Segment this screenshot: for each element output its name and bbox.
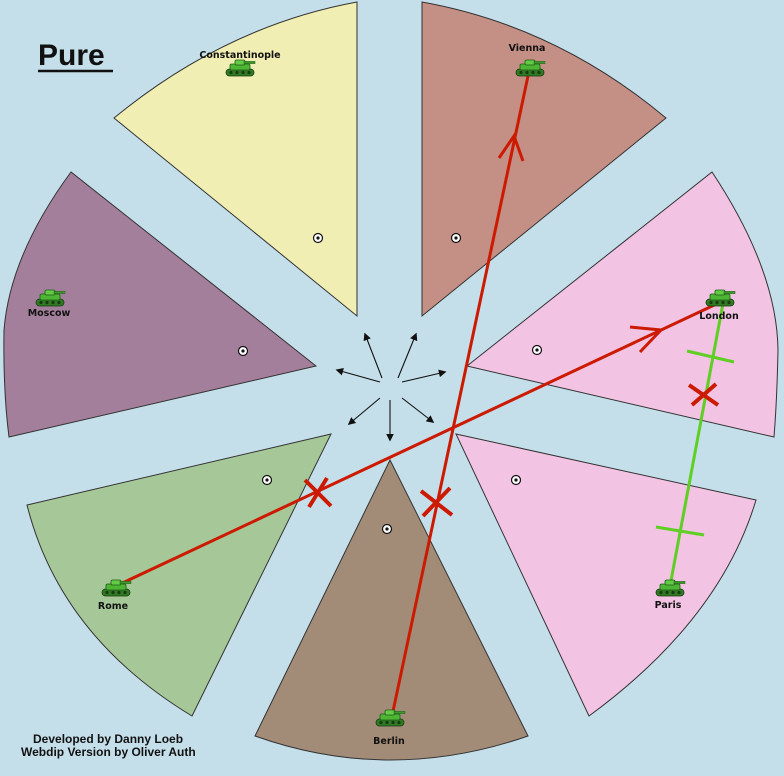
order-paris-support-london[interactable] [655,297,735,587]
territory-paris[interactable] [455,433,757,717]
supply-center-icon [381,523,393,535]
credit-developer: Developed by Danny Loeb [33,732,183,746]
supply-center-icon [531,344,543,356]
label-rome: Rome [98,601,128,612]
territory-moscow[interactable] [3,171,318,438]
territory-constantinople[interactable] [113,1,358,318]
order-berlin-vienna[interactable] [390,75,530,717]
center-arrows [335,332,447,442]
label-moscow: Moscow [28,308,71,319]
arrow-icon [335,367,381,383]
arrow-icon [363,332,383,379]
supply-center-icon [312,232,324,244]
credit-webdip: Webdip Version by Oliver Auth [21,745,196,759]
territory-vienna[interactable] [421,1,667,318]
label-vienna: Vienna [509,43,546,54]
label-berlin: Berlin [373,736,405,747]
supply-center-icon [510,474,522,486]
territory-london[interactable] [465,171,779,438]
label-constantinople: Constantinople [199,50,280,61]
arrow-icon [397,332,418,379]
arrow-icon [401,369,447,383]
order-rome-london[interactable] [115,298,726,588]
supply-center-icon [450,232,462,244]
map-title: Pure [38,39,105,72]
supply-center-icon [237,345,249,357]
arrow-icon [401,397,435,423]
label-paris: Paris [655,600,682,611]
arrow-icon [347,397,381,425]
territory-rome[interactable] [26,433,332,717]
supply-center-icon [261,474,273,486]
label-london: London [699,311,739,322]
territory-berlin[interactable] [254,458,529,761]
